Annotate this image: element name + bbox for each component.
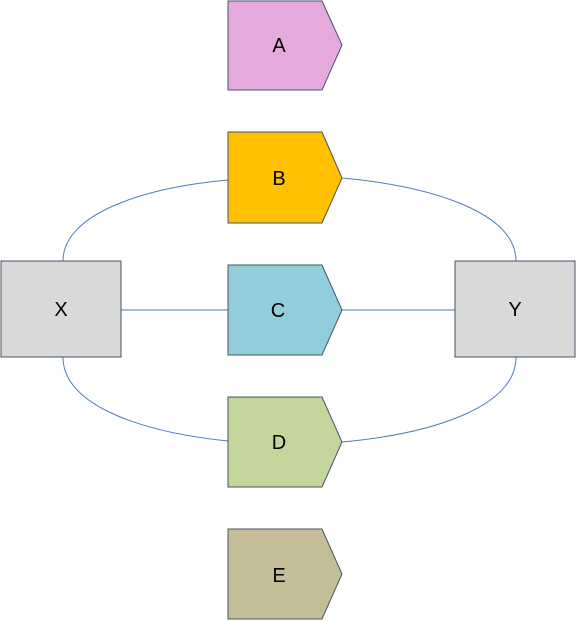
node-a[interactable]: A [227, 0, 343, 91]
connector-x-b [62, 179, 229, 262]
connector-x-d [62, 356, 229, 442]
node-c-shape [227, 264, 343, 356]
node-e-shape [227, 528, 343, 620]
node-b-label: B [272, 168, 285, 190]
node-a-shape [227, 0, 343, 91]
node-b-shape [227, 131, 343, 224]
node-y-label: Y [508, 299, 521, 321]
node-d-shape [227, 396, 343, 488]
node-x-shape [0, 260, 122, 358]
connector-b-y [341, 177, 517, 262]
node-b[interactable]: B [227, 131, 343, 224]
node-e-label: E [272, 565, 285, 587]
node-x[interactable]: X [0, 260, 122, 358]
node-e[interactable]: E [227, 528, 343, 620]
node-y-shape [454, 260, 576, 358]
node-a-label: A [272, 35, 286, 57]
node-d[interactable]: D [227, 396, 343, 488]
node-x-label: X [54, 299, 67, 321]
node-c[interactable]: C [227, 264, 343, 356]
node-y[interactable]: Y [454, 260, 576, 358]
node-d-label: D [272, 432, 286, 454]
node-c-label: C [271, 300, 285, 322]
connector-d-y [341, 356, 517, 443]
